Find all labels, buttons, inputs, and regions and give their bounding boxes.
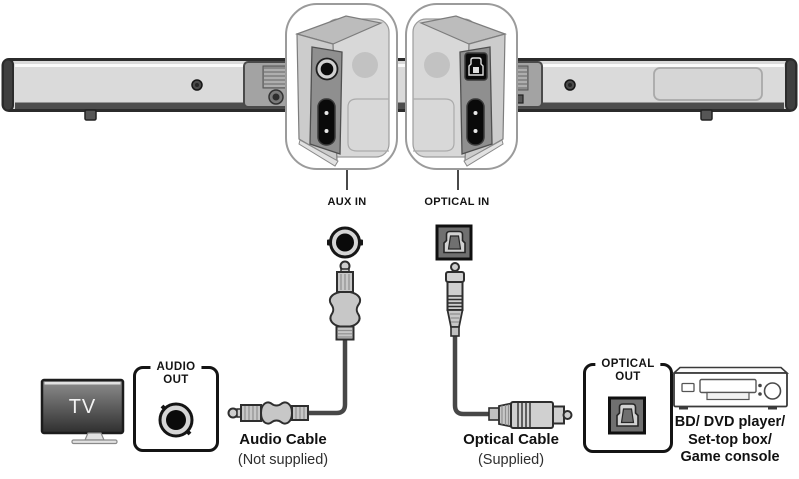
hdmi-port-icon bbox=[317, 98, 336, 146]
optical-out-port-icon bbox=[608, 396, 646, 435]
soundbar-recessed-panel bbox=[653, 67, 763, 101]
source-device-label-line3: Game console bbox=[680, 449, 780, 465]
optical-out-legend-line1: OPTICAL bbox=[601, 358, 655, 370]
optical-out-legend: OPTICAL OUT bbox=[595, 358, 661, 383]
audio-cable-note: (Not supplied) bbox=[237, 452, 329, 468]
soundbar-foot-right bbox=[700, 109, 713, 121]
audio-out-jack-icon bbox=[158, 402, 194, 438]
optical-port-icon bbox=[464, 52, 488, 81]
aux-in-label: AUX IN bbox=[327, 196, 367, 208]
audio-out-legend-line1: AUDIO bbox=[156, 361, 196, 373]
audio-out-legend-line2: OUT bbox=[163, 373, 189, 386]
optical-plug-icon-horizontal bbox=[488, 401, 573, 429]
optical-out-legend-line2: OUT bbox=[615, 370, 641, 383]
optical-in-label: OPTICAL IN bbox=[424, 196, 490, 208]
audio-cable-line bbox=[306, 339, 348, 416]
source-device-label: BD/ DVD player/ Set-top box/ Game consol… bbox=[650, 414, 799, 467]
audio-out-panel: AUDIO OUT bbox=[133, 361, 219, 452]
tv-illustration bbox=[40, 378, 125, 445]
audio-plug-icon-horizontal bbox=[227, 401, 309, 425]
tv-screen-label: TV bbox=[68, 396, 97, 418]
soundbar-foot-left bbox=[84, 109, 97, 121]
aux-callout-leader-line bbox=[346, 170, 348, 190]
source-device-label-line2: Set-top box/ bbox=[688, 431, 772, 448]
soundbar-body bbox=[1, 58, 798, 112]
optical-cable-line bbox=[452, 336, 492, 417]
optical-panel-zoom-art bbox=[412, 15, 507, 167]
aux-panel-zoom-art bbox=[295, 15, 390, 167]
hdmi-port-icon bbox=[466, 98, 485, 146]
optical-callout-leader-line bbox=[457, 170, 459, 190]
screw-icon-right bbox=[564, 79, 576, 91]
bd-player-illustration bbox=[671, 366, 790, 410]
source-device-label-line1: BD/ DVD player/ bbox=[674, 414, 786, 430]
optical-cable-title: Optical Cable bbox=[463, 431, 559, 448]
screw-icon-left bbox=[191, 79, 203, 91]
aux-panel-callout bbox=[285, 3, 398, 170]
optical-cable-note: (Supplied) bbox=[477, 452, 545, 468]
aux-jack-socket-icon bbox=[327, 226, 363, 259]
audio-out-legend: AUDIO OUT bbox=[150, 361, 202, 386]
audio-plug-icon-vertical bbox=[328, 260, 362, 341]
audio-cable-title: Audio Cable bbox=[239, 431, 327, 448]
optical-panel-callout bbox=[405, 3, 518, 170]
optical-plug-icon-vertical bbox=[445, 262, 465, 337]
optical-port-icon bbox=[435, 224, 473, 261]
aux-jack-socket-icon bbox=[315, 57, 339, 81]
